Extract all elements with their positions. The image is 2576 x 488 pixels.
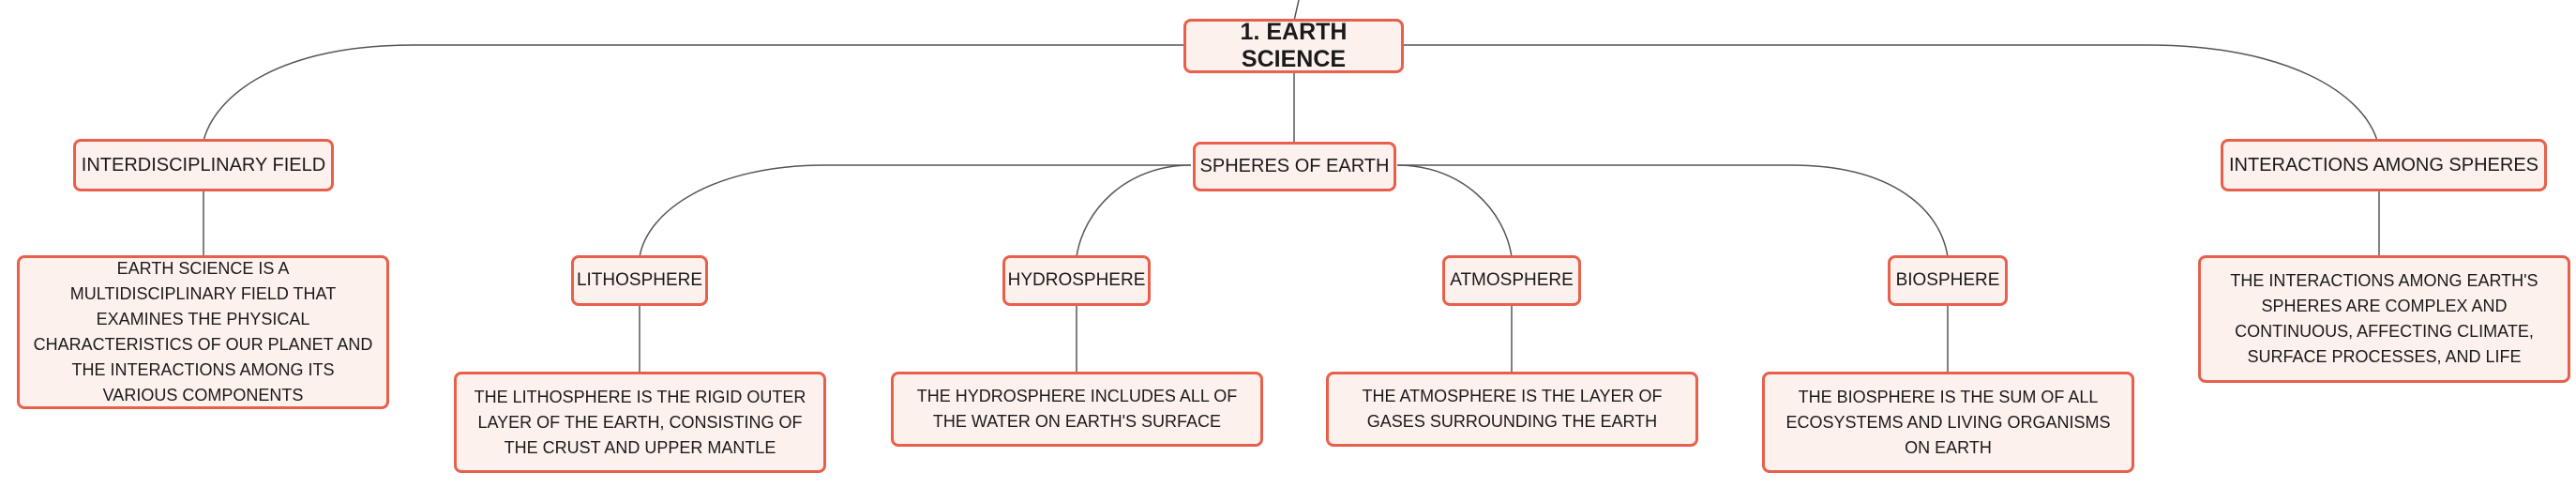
interactions-among-spheres-title: INTERACTIONS AMONG SPHERES (2228, 154, 2539, 175)
spheres-of-earth-title: SPHERES OF EARTH (1199, 156, 1390, 176)
lithosphere-node[interactable]: LITHOSPHERE (571, 255, 708, 306)
root-node[interactable]: 1. EARTH SCIENCE (1183, 19, 1404, 73)
interdisciplinary-field-description-text: EARTH SCIENCE IS A MULTIDISCIPLINARY FIE… (33, 259, 373, 404)
spheres-of-earth-node[interactable]: SPHERES OF EARTH (1193, 142, 1396, 191)
biosphere-description-text: THE BIOSPHERE IS THE SUM OF ALL ECOSYSTE… (1785, 387, 2111, 457)
lithosphere-description[interactable]: THE LITHOSPHERE IS THE RIGID OUTER LAYER… (454, 372, 826, 473)
hydrosphere-description-text: THE HYDROSPHERE INCLUDES ALL OF THE WATE… (916, 387, 1238, 431)
connector-root-to-interactions (1404, 44, 2378, 142)
root-title: 1. EARTH SCIENCE (1240, 19, 1348, 72)
hydrosphere-description[interactable]: THE HYDROSPHERE INCLUDES ALL OF THE WATE… (891, 372, 1263, 447)
connector-spheres-to-biosphere (1397, 164, 1949, 258)
atmosphere-node[interactable]: ATMOSPHERE (1442, 255, 1581, 306)
connector-spheres-to-lithosphere (639, 164, 1191, 258)
connector-incoming (1293, 0, 1300, 22)
connector-spheres-to-hydrosphere (1076, 164, 1192, 258)
interdisciplinary-field-node[interactable]: INTERDISCIPLINARY FIELD (73, 139, 334, 191)
atmosphere-description-text: THE ATMOSPHERE IS THE LAYER OF GASES SUR… (1362, 387, 1663, 431)
hydrosphere-title: HYDROSPHERE (1007, 270, 1146, 290)
interdisciplinary-field-description[interactable]: EARTH SCIENCE IS A MULTIDISCIPLINARY FIE… (17, 255, 389, 409)
biosphere-description[interactable]: THE BIOSPHERE IS THE SUM OF ALL ECOSYSTE… (1762, 372, 2134, 473)
interactions-among-spheres-description[interactable]: THE INTERACTIONS AMONG EARTH'S SPHERES A… (2198, 255, 2570, 383)
interactions-among-spheres-description-text: THE INTERACTIONS AMONG EARTH'S SPHERES A… (2230, 271, 2538, 366)
interdisciplinary-field-title: INTERDISCIPLINARY FIELD (81, 154, 326, 175)
connector-root-to-interdisciplinary (203, 44, 1183, 142)
atmosphere-title: ATMOSPHERE (1450, 270, 1574, 290)
lithosphere-title: LITHOSPHERE (576, 270, 703, 290)
atmosphere-description[interactable]: THE ATMOSPHERE IS THE LAYER OF GASES SUR… (1326, 372, 1698, 447)
biosphere-title: BIOSPHERE (1895, 270, 2000, 290)
interactions-among-spheres-node[interactable]: INTERACTIONS AMONG SPHERES (2221, 139, 2547, 191)
hydrosphere-node[interactable]: HYDROSPHERE (1002, 255, 1151, 306)
lithosphere-description-text: THE LITHOSPHERE IS THE RIGID OUTER LAYER… (474, 387, 806, 457)
biosphere-node[interactable]: BIOSPHERE (1888, 255, 2008, 306)
connector-spheres-to-atmosphere (1396, 164, 1513, 258)
